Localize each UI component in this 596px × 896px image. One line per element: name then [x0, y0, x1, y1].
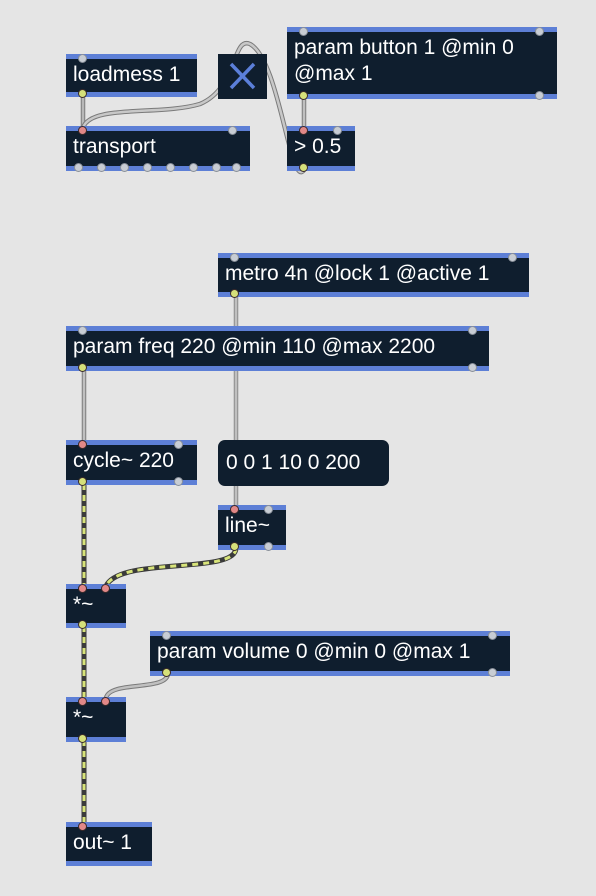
loadmess-label: loadmess 1: [73, 63, 181, 86]
transport-outlet-4[interactable]: [143, 163, 152, 172]
multiply-2-inlet-left[interactable]: [78, 697, 87, 706]
param-volume-outlet-1[interactable]: [162, 668, 171, 677]
param-freq-inlet-2[interactable]: [468, 326, 477, 335]
transport-outlet-1[interactable]: [74, 163, 83, 172]
transport-outlet-5[interactable]: [166, 163, 175, 172]
param-button-inlet-1[interactable]: [299, 27, 308, 36]
param-volume-object[interactable]: param volume 0 @min 0 @max 1: [150, 631, 510, 677]
greater-than-object[interactable]: > 0.5: [287, 126, 355, 172]
transport-outlet-6[interactable]: [189, 163, 198, 172]
line-outlet-2[interactable]: [264, 542, 273, 551]
param-button-inlet-2[interactable]: [535, 27, 544, 36]
transport-outlet-8[interactable]: [232, 163, 241, 172]
toggle-object[interactable]: [218, 54, 267, 99]
multiply-2-inlet-right[interactable]: [101, 697, 110, 706]
multiply-1-inlet-left[interactable]: [78, 584, 87, 593]
param-freq-outlet-1[interactable]: [78, 363, 87, 372]
greater-than-outlet[interactable]: [299, 163, 308, 172]
cycle-label: cycle~ 220: [73, 449, 174, 472]
out-object[interactable]: out~ 1: [66, 822, 152, 866]
line-inlet-2[interactable]: [264, 505, 273, 514]
multiply-signal-label-1: *~: [73, 593, 94, 616]
line-inlet-1[interactable]: [230, 505, 239, 514]
metro-object[interactable]: metro 4n @lock 1 @active 1: [218, 253, 529, 298]
cord-line-mult1[interactable]: [103, 547, 239, 588]
param-button-outlet-2[interactable]: [535, 91, 544, 100]
param-volume-inlet-2[interactable]: [488, 631, 497, 640]
multiply-signal-label-2: *~: [73, 706, 94, 729]
loadmess-object[interactable]: loadmess 1: [66, 54, 197, 98]
multiply-signal-object-2[interactable]: *~: [66, 697, 126, 743]
greater-than-inlet-2[interactable]: [333, 126, 342, 135]
transport-outlet-2[interactable]: [97, 163, 106, 172]
greater-than-inlet-1[interactable]: [299, 126, 308, 135]
multiply-2-outlet[interactable]: [78, 734, 87, 743]
out-label: out~ 1: [73, 831, 132, 854]
metro-outlet[interactable]: [230, 289, 239, 298]
param-button-outlet-1[interactable]: [299, 91, 308, 100]
param-volume-outlet-2[interactable]: [488, 668, 497, 677]
out-inlet[interactable]: [78, 822, 87, 831]
line-label: line~: [225, 514, 270, 537]
loadmess-outlet[interactable]: [78, 89, 87, 98]
multiply-signal-object-1[interactable]: *~: [66, 584, 126, 629]
loadmess-inlet[interactable]: [78, 54, 87, 63]
param-button-object[interactable]: param button 1 @min 0 @max 1: [287, 27, 557, 100]
metro-inlet-1[interactable]: [230, 253, 239, 262]
message-box[interactable]: 0 0 1 10 0 200: [218, 440, 389, 486]
param-volume-inlet-1[interactable]: [162, 631, 171, 640]
param-freq-label: param freq 220 @min 110 @max 2200: [73, 335, 436, 358]
message-box-label: 0 0 1 10 0 200: [226, 451, 361, 474]
cycle-object[interactable]: cycle~ 220: [66, 440, 197, 486]
transport-object[interactable]: transport: [66, 126, 250, 172]
transport-label: transport: [73, 135, 156, 158]
param-button-label: param button 1 @min 0 @max 1: [294, 36, 514, 85]
transport-inlet-1[interactable]: [78, 126, 87, 135]
line-object[interactable]: line~: [218, 505, 286, 551]
param-freq-object[interactable]: param freq 220 @min 110 @max 2200: [66, 326, 489, 372]
cycle-outlet-2[interactable]: [174, 477, 183, 486]
line-outlet[interactable]: [230, 542, 239, 551]
cycle-inlet-1[interactable]: [78, 440, 87, 449]
metro-label: metro 4n @lock 1 @active 1: [225, 262, 490, 285]
cycle-inlet-2[interactable]: [174, 440, 183, 449]
metro-inlet-2[interactable]: [508, 253, 517, 262]
transport-inlet-2[interactable]: [228, 126, 237, 135]
transport-outlet-3[interactable]: [120, 163, 129, 172]
param-volume-label: param volume 0 @min 0 @max 1: [157, 640, 471, 663]
param-freq-inlet-1[interactable]: [78, 326, 87, 335]
greater-than-label: > 0.5: [294, 135, 342, 158]
param-freq-outlet-2[interactable]: [468, 363, 477, 372]
cycle-outlet[interactable]: [78, 477, 87, 486]
multiply-1-outlet[interactable]: [78, 620, 87, 629]
x-toggle-icon: [229, 62, 256, 90]
transport-outlet-7[interactable]: [212, 163, 221, 172]
multiply-1-inlet-right[interactable]: [101, 584, 110, 593]
